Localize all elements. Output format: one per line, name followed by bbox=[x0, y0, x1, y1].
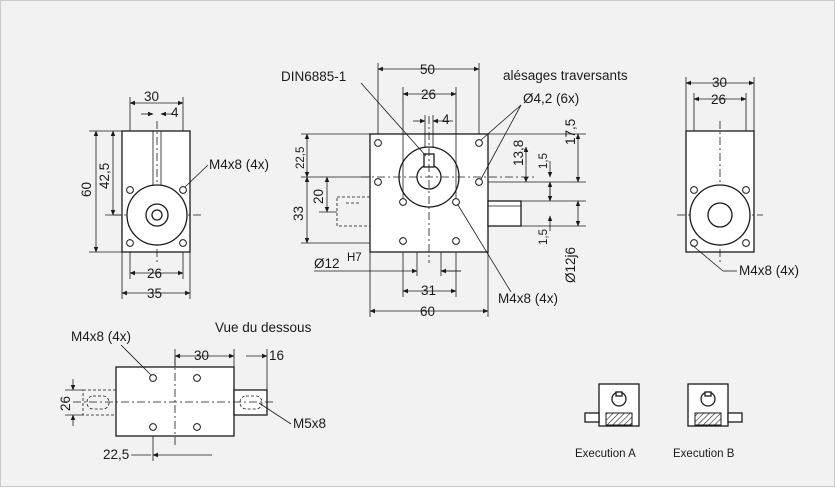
dim-center-22-5: 22,5 bbox=[295, 147, 307, 169]
dim-center-31: 31 bbox=[421, 283, 436, 298]
label-bottom-view: Vue du dessous bbox=[215, 320, 312, 335]
dim-bottom-30: 30 bbox=[194, 348, 209, 363]
label-through-bores: alésages traversants bbox=[503, 68, 628, 83]
dim-right-26: 26 bbox=[711, 92, 726, 107]
dim-right-30: 30 bbox=[712, 75, 727, 90]
execution-b: Execution B bbox=[673, 383, 743, 460]
label-execution-b: Execution B bbox=[673, 448, 735, 460]
dim-left-26: 26 bbox=[147, 266, 162, 281]
dim-center-13-8: 13,8 bbox=[511, 140, 526, 166]
execution-a: Execution A bbox=[575, 383, 640, 460]
dim-center-1-5-b: 1,5 bbox=[538, 229, 550, 245]
label-execution-a: Execution A bbox=[575, 448, 636, 460]
dim-center-1-5-a: 1,5 bbox=[538, 153, 550, 169]
left-thread-holes bbox=[126, 186, 187, 247]
label-left-m4x8: M4x8 (4x) bbox=[209, 157, 269, 172]
dim-left-30: 30 bbox=[144, 89, 159, 104]
label-phi4-2: Ø4,2 (6x) bbox=[523, 91, 579, 106]
dim-bottom-16: 16 bbox=[269, 348, 284, 363]
center-view: 50 26 4 DIN6885-1 alésages traversants Ø… bbox=[281, 62, 628, 319]
right-thread-holes bbox=[690, 186, 750, 247]
label-din6885: DIN6885-1 bbox=[281, 69, 346, 84]
label-phi12j6: Ø12j6 bbox=[563, 247, 578, 283]
bottom-view: Vue du dessous M4x8 (4x) 30 16 26 22 bbox=[58, 320, 326, 462]
label-m5x8: M5x8 bbox=[293, 416, 326, 431]
dim-center-60: 60 bbox=[420, 304, 435, 319]
label-right-m4x8: M4x8 (4x) bbox=[739, 263, 799, 278]
bottom-holes bbox=[149, 374, 201, 431]
label-center-m4x8: M4x8 (4x) bbox=[498, 291, 558, 306]
left-view: 30 4 60 42,5 26 35 M4x8 (4x) bbox=[79, 89, 269, 301]
dim-center-17-5: 17,5 bbox=[563, 119, 578, 145]
bottom-shaft bbox=[233, 389, 268, 416]
center-output-shaft bbox=[487, 200, 522, 227]
dim-bottom-26: 26 bbox=[58, 396, 73, 411]
right-view: 30 26 M4x8 (4x) bbox=[677, 75, 799, 278]
dim-center-4: 4 bbox=[442, 112, 450, 127]
dim-left-42-5: 42,5 bbox=[97, 163, 112, 189]
dim-left-60: 60 bbox=[79, 182, 94, 197]
dim-center-26: 26 bbox=[421, 87, 436, 102]
label-phi12: Ø12 bbox=[314, 256, 340, 271]
dim-center-20: 20 bbox=[311, 189, 326, 204]
label-bottom-m4x8: M4x8 (4x) bbox=[71, 329, 131, 344]
dim-center-33: 33 bbox=[291, 206, 306, 221]
dim-bottom-22-5: 22,5 bbox=[103, 447, 129, 462]
dim-left-35: 35 bbox=[147, 286, 162, 301]
label-h7: H7 bbox=[347, 252, 362, 264]
dim-center-50: 50 bbox=[420, 62, 435, 77]
dim-left-4: 4 bbox=[171, 105, 179, 120]
